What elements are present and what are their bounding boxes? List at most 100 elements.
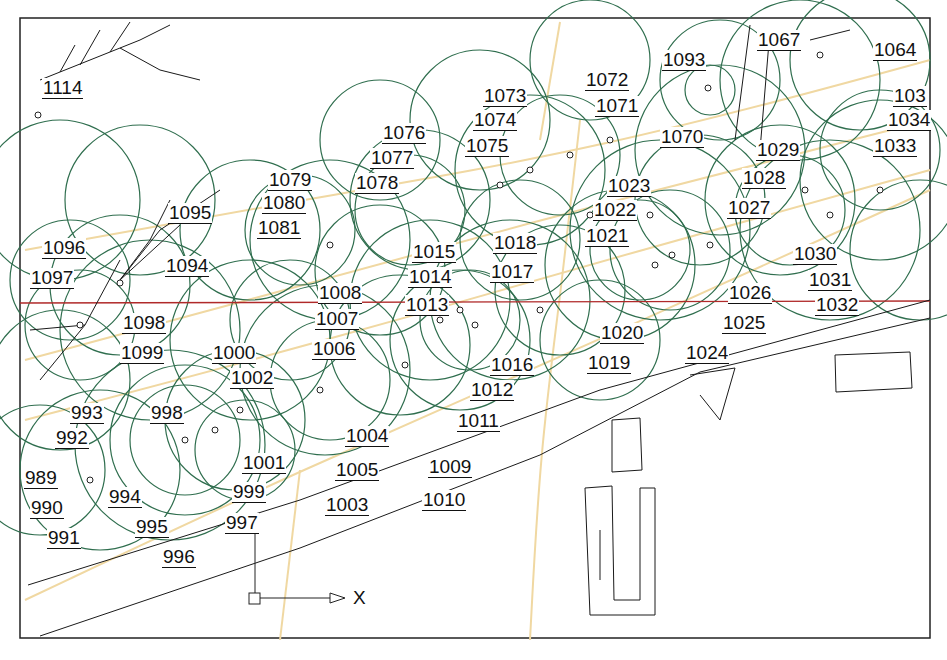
survey-point — [817, 52, 823, 58]
range-circle — [320, 80, 440, 200]
point-number: 1034 — [887, 110, 931, 131]
point-number: 1019 — [587, 353, 631, 374]
outline-line — [85, 260, 120, 325]
outline-line — [40, 25, 170, 80]
point-number: 1067 — [757, 30, 801, 51]
point-number: 999 — [232, 482, 266, 503]
point-number: 1024 — [685, 343, 729, 364]
outline-line — [585, 486, 655, 615]
range-circle — [460, 180, 580, 300]
survey-point — [77, 322, 83, 328]
point-number: 1077 — [370, 148, 414, 169]
range-circle — [170, 260, 330, 420]
survey-point — [567, 152, 573, 158]
section-line — [20, 301, 930, 303]
range-circle — [540, 280, 660, 400]
outline-line — [690, 368, 735, 420]
range-circle — [545, 190, 695, 340]
survey-point — [607, 137, 613, 143]
point-number: 1073 — [483, 86, 527, 107]
point-number: 1011 — [457, 411, 500, 432]
range-circle — [10, 220, 130, 340]
survey-point — [182, 437, 188, 443]
axis-line — [260, 598, 330, 599]
point-number: 1010 — [422, 490, 466, 511]
point-number: 997 — [225, 513, 259, 534]
point-number: 998 — [150, 403, 184, 424]
outline-line — [120, 190, 220, 280]
outline-line — [735, 25, 750, 140]
range-circle — [410, 50, 550, 190]
survey-point — [472, 322, 478, 328]
axis-origin — [249, 593, 260, 604]
point-number: 1095 — [168, 203, 212, 224]
survey-point — [647, 212, 653, 218]
point-number: 1075 — [465, 136, 509, 157]
point-number: 1001 — [242, 453, 286, 474]
outline-line — [835, 352, 912, 392]
point-number: 1012 — [470, 380, 514, 401]
point-number: 1097 — [30, 268, 74, 289]
axis-arrow — [330, 593, 345, 603]
point-number: 995 — [135, 517, 169, 538]
point-number: 1022 — [593, 200, 637, 221]
range-circle — [0, 310, 130, 450]
frame — [20, 18, 930, 638]
point-number: 1031 — [808, 270, 852, 291]
outline-line — [120, 48, 200, 80]
point-number: 1030 — [793, 244, 837, 265]
outline-line — [110, 22, 130, 52]
point-number: 1008 — [318, 283, 362, 304]
survey-point — [827, 212, 833, 218]
point-number: 1005 — [335, 460, 379, 481]
survey-point — [437, 317, 443, 323]
survey-point — [457, 307, 463, 313]
point-number: 1004 — [345, 426, 389, 447]
survey-point — [237, 407, 243, 413]
outline-line — [810, 30, 850, 40]
survey-point — [802, 187, 808, 193]
outline-line — [28, 300, 930, 585]
contour-line — [280, 470, 300, 640]
point-number: 992 — [55, 428, 89, 449]
survey-point — [35, 112, 41, 118]
point-number: 1099 — [120, 343, 164, 364]
point-number: 103 — [893, 86, 927, 107]
range-circle — [180, 160, 320, 300]
outline-line — [80, 30, 100, 65]
survey-point — [402, 362, 408, 368]
point-number: 1020 — [600, 323, 644, 344]
point-number: 1070 — [660, 127, 704, 148]
point-number: 1079 — [268, 170, 312, 191]
contour-line — [25, 170, 930, 420]
point-number: 1028 — [742, 168, 786, 189]
point-number: 1021 — [585, 226, 629, 247]
survey-point — [317, 387, 323, 393]
point-number: 1006 — [312, 339, 356, 360]
range-circle — [165, 350, 305, 490]
point-number: 1096 — [42, 238, 86, 259]
point-number: 1002 — [230, 368, 274, 389]
point-number: 1094 — [165, 256, 209, 277]
point-number: 989 — [24, 468, 58, 489]
point-number: 1026 — [728, 283, 772, 304]
survey-point — [705, 85, 711, 91]
point-number: 1093 — [662, 50, 706, 71]
point-number: 990 — [30, 498, 64, 519]
point-number: 1078 — [355, 173, 399, 194]
point-number: 1114 — [42, 78, 83, 99]
point-number: 991 — [47, 528, 81, 549]
point-number: 1018 — [493, 233, 537, 254]
outline-line — [612, 418, 642, 472]
point-number: 1029 — [756, 140, 800, 161]
point-number: 1098 — [122, 313, 166, 334]
outline-line — [40, 318, 930, 636]
point-number: 1080 — [262, 193, 306, 214]
point-number: 1013 — [405, 295, 449, 316]
range-circle — [245, 175, 355, 285]
outline-line — [60, 45, 75, 72]
point-number: 1007 — [315, 309, 359, 330]
range-circle — [0, 405, 105, 535]
point-number: 1023 — [607, 176, 651, 197]
